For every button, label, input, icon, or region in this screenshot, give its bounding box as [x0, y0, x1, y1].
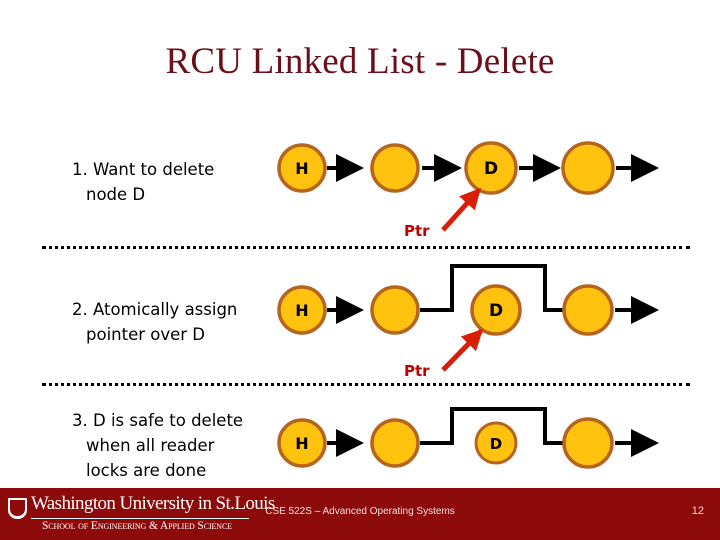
- bullet-item-3: 3. D is safe to delete when all reader l…: [72, 411, 244, 480]
- linked-list-diagram-step-2: H D Ptr: [0, 256, 720, 382]
- link-arrows-row-3: [327, 407, 659, 457]
- bypass-arrow-over-delete: [420, 407, 596, 457]
- bullet-item-1: 1. Want to delete node D: [72, 160, 215, 204]
- node-label-delete: D: [490, 435, 502, 453]
- pointer-annotation-row-2: Ptr: [404, 328, 484, 380]
- section-divider-1: [42, 246, 690, 249]
- pointer-label: Ptr: [404, 362, 430, 380]
- node-label-head: H: [295, 434, 308, 453]
- pointer-arrow: [441, 328, 484, 372]
- node-delete-row-1: D: [464, 141, 518, 195]
- node-blank-4-row-3: [562, 417, 614, 469]
- linked-list-diagram-step-1: H D Ptr: [0, 132, 720, 244]
- wustl-school-subtitle: School of Engineering & Applied Science: [42, 520, 233, 532]
- linked-list-diagram-step-3: H D: [0, 400, 720, 490]
- bullet-item-2: 2. Atomically assign pointer over D: [72, 300, 238, 344]
- footer-bar: Washington University in St.Louis School…: [0, 488, 720, 540]
- wustl-logo: Washington University in St.Louis School…: [6, 491, 275, 537]
- node-delete-row-3: D: [474, 421, 518, 465]
- footer-page-number: 12: [691, 505, 704, 517]
- node-head-row-3: H: [277, 418, 327, 468]
- node-blank-2-row-3: [370, 418, 420, 468]
- wustl-wordmark: Washington University in St.Louis: [31, 493, 275, 514]
- node-blank-4-row-2: [562, 284, 614, 336]
- link-arrows-row-2: [327, 264, 659, 324]
- node-head-row-1: H: [277, 143, 327, 193]
- pointer-arrow: [441, 187, 482, 232]
- node-blank-4-row-1: [561, 141, 615, 195]
- node-label-delete: D: [484, 159, 498, 179]
- page-title: RCU Linked List - Delete: [165, 41, 555, 82]
- node-delete-row-2: D: [470, 284, 522, 336]
- footer-course-label: CSE 522S – Advanced Operating Systems: [265, 506, 455, 517]
- logo-divider-rule: [31, 518, 249, 519]
- section-divider-2: [42, 383, 690, 386]
- node-blank-2-row-2: [370, 285, 420, 335]
- shield-icon: [8, 498, 27, 519]
- node-blank-2-row-1: [370, 143, 420, 193]
- node-head-row-2: H: [277, 285, 327, 335]
- pointer-annotation-row-1: Ptr: [404, 187, 482, 240]
- pointer-label: Ptr: [404, 222, 430, 240]
- node-label-delete: D: [489, 301, 503, 321]
- node-label-head: H: [295, 301, 308, 320]
- node-label-head: H: [295, 159, 308, 178]
- bypass-arrow-over-delete: [420, 264, 596, 324]
